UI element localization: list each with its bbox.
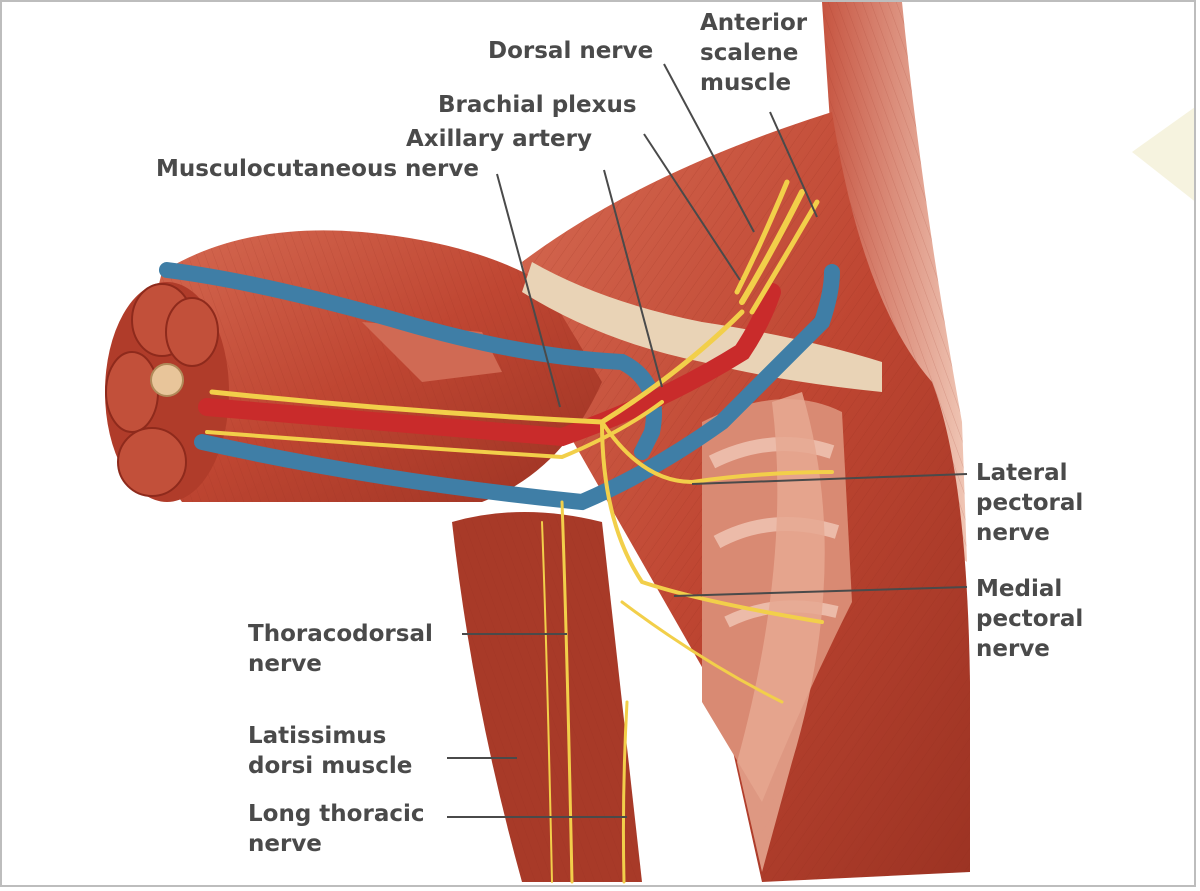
- label-musculocutaneous-nerve: Musculocutaneous nerve: [156, 156, 479, 182]
- label-long-thoracic-line2: nerve: [248, 831, 322, 857]
- label-long-thoracic-nerve: Long thoracic nerve: [248, 799, 425, 859]
- leader-lines: [447, 63, 968, 818]
- label-thoracodorsal-line2: nerve: [248, 651, 322, 677]
- label-lateral-pectoral-line1: Lateral: [976, 460, 1068, 486]
- label-long-thoracic-line1: Long thoracic: [248, 801, 425, 827]
- label-lateral-pectoral-line3: nerve: [976, 520, 1050, 546]
- label-anterior-scalene-line3: muscle: [700, 70, 792, 96]
- label-anterior-scalene-line2: scalene: [700, 40, 799, 66]
- label-latissimus-line2: dorsi muscle: [248, 753, 413, 779]
- label-latissimus-dorsi-muscle: Latissimus dorsi muscle: [248, 721, 412, 781]
- axillary-vein: [159, 262, 840, 511]
- label-medial-pectoral-line3: nerve: [976, 636, 1050, 662]
- label-brachial-plexus: Brachial plexus: [438, 92, 637, 118]
- pectoralis-minor: [737, 392, 825, 872]
- label-lateral-pectoral-nerve: Lateral pectoral nerve: [976, 458, 1083, 548]
- leader-brachial-plexus: [643, 133, 741, 281]
- label-anterior-scalene-line1: Anterior: [700, 10, 808, 36]
- leader-axillary-artery: [603, 169, 663, 388]
- axillary-artery-vessel: [198, 283, 781, 447]
- leader-dorsal-nerve: [663, 63, 755, 233]
- leader-anterior-scalene: [769, 111, 818, 218]
- accent-triangle: [1132, 107, 1194, 201]
- label-medial-pectoral-nerve: Medial pectoral nerve: [976, 574, 1083, 664]
- label-thoracodorsal-nerve: Thoracodorsal nerve: [248, 619, 433, 679]
- label-medial-pectoral-line1: Medial: [976, 576, 1063, 602]
- nerves: [205, 179, 834, 884]
- label-axillary-artery: Axillary artery: [406, 126, 592, 152]
- label-medial-pectoral-line2: pectoral: [976, 606, 1084, 632]
- label-lateral-pectoral-line2: pectoral: [976, 490, 1084, 516]
- label-thoracodorsal-line1: Thoracodorsal: [248, 621, 433, 647]
- leader-medial-pectoral: [673, 586, 968, 597]
- label-dorsal-nerve: Dorsal nerve: [488, 38, 654, 64]
- label-anterior-scalene-muscle: Anterior scalene muscle: [700, 8, 807, 98]
- leader-musculocutaneous: [496, 173, 561, 408]
- label-latissimus-line1: Latissimus: [248, 723, 387, 749]
- leader-lateral-pectoral: [691, 473, 968, 485]
